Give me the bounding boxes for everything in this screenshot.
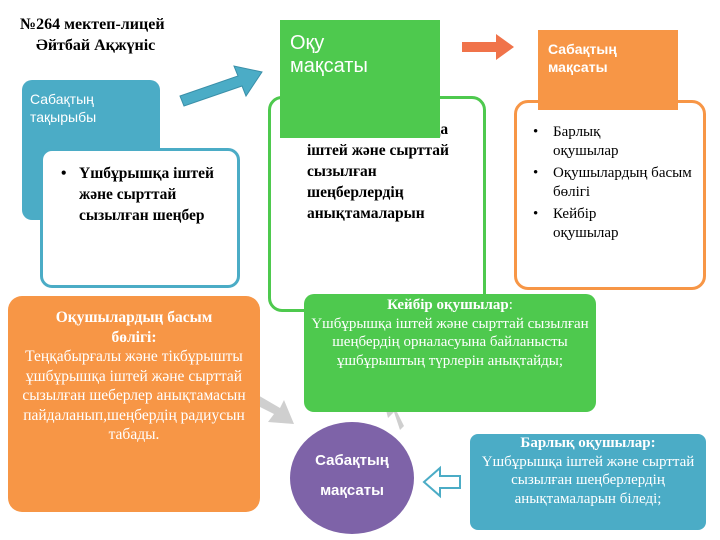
most-students-text: Теңқабырғалы және тікбұрышты ұшбұрышқа і…: [22, 348, 246, 443]
some-students-title: Кейбір оқушылар: [387, 297, 509, 313]
learning-goal-heading: Оқу мақсаты: [290, 32, 368, 77]
lesson-goal-list: Барлық оқушылар Оқушылардың басым бөлігі…: [529, 123, 695, 243]
arrow-goal-to-lesson: [462, 34, 514, 60]
arrow-topic-to-goal: [179, 65, 263, 107]
school-line-1: №264 мектеп-лицей: [20, 16, 165, 33]
some-students-header: Кейбір оқушылар:: [310, 296, 590, 315]
most-students-box: Оқушылардың басым бөлігі: Теңқабырғалы ж…: [8, 296, 260, 512]
some-students-text: Үшбұрышқа іштей және сырттай сызылған ше…: [311, 315, 589, 369]
most-students-title: Оқушылардың басым бөлігі:: [55, 309, 213, 346]
lesson-goal-bullet-2: Оқушылардың басым бөлігі: [529, 164, 695, 202]
lesson-goal-heading: Сабақтың мақсаты: [548, 41, 617, 75]
arrow-right-to-center: [422, 465, 461, 499]
all-students-box: Барлық оқушылар: Үшбұрышқа іштей және сы…: [470, 434, 706, 530]
topic-card: Үшбұрышқа іштей және сырттай сызылған ше…: [40, 148, 240, 288]
lesson-goal-card: Барлық оқушылар Оқушылардың басым бөлігі…: [514, 100, 706, 290]
school-label: №264 мектеп-лицей Әйтбай Ақжүніс: [20, 14, 240, 56]
lesson-goal-heading-box: Сабақтың мақсаты: [538, 30, 678, 110]
some-students-separator: :: [508, 297, 513, 313]
learning-goal-heading-box: Оқу мақсаты: [280, 20, 440, 138]
topic-heading: Сабақтың тақырыбы: [30, 91, 97, 125]
some-students-box: Кейбір оқушылар: Үшбұрышқа іштей және сы…: [304, 294, 596, 412]
topic-bullet: Үшбұрышқа іштей және сырттай сызылған ше…: [57, 163, 225, 226]
topic-list: Үшбұрышқа іштей және сырттай сызылған ше…: [57, 163, 225, 226]
school-line-2: Әйтбай Ақжүніс: [36, 37, 156, 54]
all-students-text: Үшбұрышқа іштей және сырттай сызылған ше…: [481, 453, 695, 507]
lesson-goal-bullet-3: Кейбір оқушылар: [529, 205, 663, 243]
all-students-title: Барлық оқушылар:: [520, 435, 656, 451]
lesson-goal-bullet-1: Барлық оқушылар: [529, 123, 663, 161]
center-lesson-goal: Сабақтың мақсаты: [290, 422, 414, 534]
arrow-left-to-center: [250, 394, 294, 424]
center-label: Сабақтың мақсаты: [315, 452, 389, 499]
